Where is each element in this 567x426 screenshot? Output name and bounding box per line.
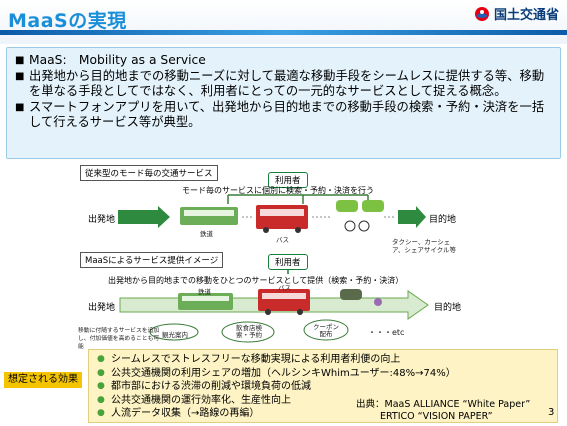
effect-text: 都市部における渋滞の削減や環境負荷の低減: [111, 381, 311, 392]
bus-label: バス: [278, 284, 291, 292]
destination-label: 目的地: [429, 215, 457, 225]
green-bullet-icon: ●: [97, 408, 105, 418]
service-restaurant: 飲食店検索・予約: [236, 324, 262, 339]
diagram-graphics: [118, 186, 429, 343]
source-citation: 出典：MaaS ALLIANCE “White Paper” ERTICO “V…: [356, 399, 530, 423]
effects-label: 想定される効果: [4, 372, 82, 388]
etc-label: ・・・etc: [368, 328, 405, 337]
user-box: 利用者: [268, 172, 308, 188]
source-line: 出典：MaaS ALLIANCE “White Paper”: [356, 399, 531, 410]
conventional-service-label: 従来型のモード毎の交通サービス: [80, 165, 218, 181]
origin-label: 出発地: [88, 215, 116, 225]
bus-label: バス: [276, 236, 289, 244]
green-bullet-icon: ●: [97, 394, 105, 405]
summary-bullet: ■ 出発地から目的地までの移動ニーズに対して最適な移動手段をシームレスに提供する…: [15, 69, 552, 100]
effect-text: 公共交通機関の運行効率化、生産性向上: [111, 394, 291, 406]
header-divider: [0, 30, 567, 35]
source-line: ERTICO “VISION PAPER”: [380, 411, 493, 422]
effect-item: ● 人流データ収集（→路線の再編）: [97, 407, 549, 421]
rail-label: 鉄道: [200, 230, 213, 238]
effect-item: ● 公共交通機関の運行効率化、生産性向上: [97, 394, 549, 408]
rail-label: 鉄道: [198, 288, 211, 296]
effect-text: 人流データ収集（→路線の再編）: [111, 408, 260, 419]
maas-diagram: 従来型のモード毎の交通サービス 利用者 モード毎のサービスに個別に検索・予約・決…: [78, 162, 498, 350]
effect-text: シームレスでストレスフリーな移動実現による利用者利便の向上: [111, 354, 401, 365]
value-add-note: 移動に付随するサービスを追加し、付加価値を高めることも可能: [78, 328, 160, 350]
origin-label: 出発地: [88, 303, 116, 313]
summary-bullet: ■ スマートフォンアプリを用いて、出発地から目的地までの移動手段の検索・予約・決…: [15, 100, 552, 131]
green-bullet-icon: ●: [97, 367, 105, 378]
other-modes-label: タクシー、カーシェア、シェアサイクル等: [392, 238, 457, 254]
summary-text: 出発地から目的地までの移動ニーズに対して最適な移動手段をシームレスに提供する等、…: [29, 68, 545, 99]
service-sightseeing: 観光案内: [162, 331, 188, 339]
slide-title: MaaSの実現: [8, 10, 127, 32]
square-bullet-icon: ■: [15, 55, 25, 66]
effect-item: ● 都市部における渋滞の削減や環境負荷の低減: [97, 380, 549, 394]
summary-box: ■ MaaS: Mobility as a Service ■ 出発地から目的地…: [6, 47, 561, 159]
green-bullet-icon: ●: [97, 381, 105, 391]
ministry-emblem-icon: [474, 6, 489, 21]
summary-text: スマートフォンアプリを用いて、出発地から目的地までの移動手段の検索・予約・決済を…: [29, 99, 545, 130]
summary-bullet: ■ MaaS: Mobility as a Service: [15, 53, 552, 69]
slide-header: MaaSの実現 国土交通省: [0, 0, 567, 44]
square-bullet-icon: ■: [15, 70, 25, 82]
maas-service-label: MaaSによるサービス提供イメージ: [80, 252, 224, 268]
user-box: 利用者: [268, 254, 308, 270]
effect-text: 公共交通機関の利用シェアの増加（ヘルシンキWhimユーザー:48%→74%）: [111, 367, 456, 379]
summary-text: MaaS: Mobility as a Service: [29, 53, 206, 67]
service-coupon: クーポン配布: [313, 323, 339, 338]
destination-label: 目的地: [434, 303, 462, 313]
conventional-caption: モード毎のサービスに個別に検索・予約・決済を行う: [182, 186, 374, 195]
green-bullet-icon: ●: [97, 354, 105, 364]
effect-item: ● シームレスでストレスフリーな移動実現による利用者利便の向上: [97, 353, 549, 367]
effect-item: ● 公共交通機関の利用シェアの増加（ヘルシンキWhimユーザー:48%→74%）: [97, 367, 549, 381]
ministry-name: 国土交通省: [493, 8, 559, 23]
effects-box: ● シームレスでストレスフリーな移動実現による利用者利便の向上 ● 公共交通機関…: [88, 349, 558, 423]
ministry-logo: 国土交通省: [474, 4, 559, 23]
square-bullet-icon: ■: [15, 101, 25, 113]
page-number: 3: [548, 407, 555, 418]
maas-caption: 出発地から目的地までの移動をひとつのサービスとして提供（検索・予約・決済）: [108, 276, 404, 285]
